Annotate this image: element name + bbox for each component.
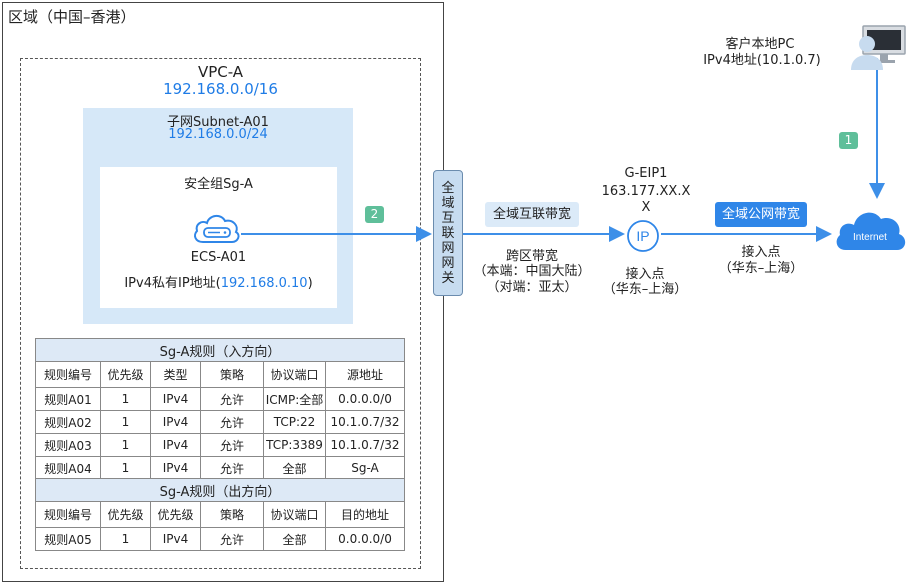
table-cell: 规则A05: [35, 527, 101, 551]
ecs-ip-value: 192.168.0.10: [220, 276, 308, 291]
table-cell: 允许: [200, 527, 264, 551]
global-connection-bandwidth-tag: 全域互联带宽: [485, 202, 579, 227]
inbound-header-cell: 策略: [200, 361, 264, 388]
table-cell: 允许: [200, 456, 264, 480]
subnet-name: 子网Subnet-A01: [167, 115, 269, 130]
gateway-label-char: 互: [441, 210, 455, 226]
table-cell: ICMP:全部: [263, 387, 326, 411]
eip-icon: IP: [627, 220, 659, 252]
ecs-cloud-server-icon: [194, 215, 240, 243]
global-internet-gateway: 全 域 互 联 网 网 关: [433, 170, 463, 296]
outbound-header-cell: 优先级: [150, 501, 201, 528]
client-pc-icon: [851, 25, 906, 70]
table-cell: 1: [100, 433, 151, 457]
internet-access-point-label: 接入点: [741, 245, 781, 260]
table-cell: 全部: [263, 527, 326, 551]
eip-address-line2: X: [641, 200, 651, 215]
table-cell: IPv4: [150, 527, 201, 551]
table-cell: 允许: [200, 410, 264, 434]
inbound-rules-title-row: Sg-A规则（入方向）: [34, 338, 406, 362]
table-cell: Sg-A: [324, 456, 406, 480]
step-badge-2: 2: [365, 206, 384, 223]
local-end-label: （本端：中国大陆）: [473, 264, 591, 279]
table-row: 规则A05 1 IPv4 允许 全部 0.0.0.0/0: [35, 527, 406, 551]
inbound-header-cell: 规则编号: [35, 361, 101, 388]
table-cell: TCP:22: [263, 410, 326, 434]
table-cell: IPv4: [150, 387, 201, 411]
table-cell: IPv4: [150, 456, 201, 480]
internet-access-point-region: （华东–上海）: [718, 261, 804, 276]
table-cell: 允许: [200, 387, 264, 411]
outbound-rules-table: Sg-A规则（出方向） 规则编号 优先级 优先级 策略 协议端口 目的地址 规则…: [34, 478, 406, 551]
gateway-label-char: 联: [441, 225, 455, 241]
outbound-header-row: 规则编号 优先级 优先级 策略 协议端口 目的地址: [35, 501, 406, 528]
eip-address-line1: 163.177.XX.X: [601, 184, 691, 199]
ecs-ip-address: IPv4私有IP地址(192.168.0.10): [100, 272, 337, 291]
gateway-label-char: 网: [441, 255, 455, 271]
table-cell: 1: [100, 387, 151, 411]
inbound-rules-title: Sg-A规则（入方向）: [34, 338, 406, 362]
table-row: 规则A04 1 IPv4 允许 全部 Sg-A: [35, 456, 406, 480]
security-group-name: 安全组Sg-A: [184, 177, 253, 192]
table-row: 规则A03 1 IPv4 允许 TCP:3389 10.1.0.7/32: [35, 433, 406, 457]
ecs-name: ECS-A01: [190, 250, 247, 265]
table-cell: 规则A03: [35, 433, 101, 457]
internet-label: Internet: [853, 232, 887, 243]
table-cell: 0.0.0.0/0: [324, 527, 406, 551]
table-row: 规则A01 1 IPv4 允许 ICMP:全部 0.0.0.0/0: [35, 387, 406, 411]
step-badge-1: 1: [839, 132, 858, 149]
inbound-header-cell: 优先级: [100, 361, 151, 388]
table-cell: 10.1.0.7/32: [324, 433, 406, 457]
inbound-header-cell: 协议端口: [263, 361, 326, 388]
table-cell: 1: [100, 527, 151, 551]
outbound-rules-title-row: Sg-A规则（出方向）: [34, 478, 406, 502]
inbound-header-row: 规则编号 优先级 类型 策略 协议端口 源地址: [35, 361, 406, 388]
table-cell: 允许: [200, 433, 264, 457]
client-name: 客户本地PC: [725, 37, 795, 52]
client-ip: IPv4地址(10.1.0.7): [703, 53, 821, 68]
outbound-header-cell: 目的地址: [324, 501, 406, 528]
ecs-ip-suffix: ): [307, 276, 313, 291]
table-cell: 1: [100, 456, 151, 480]
table-cell: 10.1.0.7/32: [324, 410, 406, 434]
eip-access-point-label: 接入点: [625, 267, 665, 282]
outbound-header-cell: 规则编号: [35, 501, 101, 528]
inbound-header-cell: 类型: [150, 361, 201, 388]
subnet-cidr: 192.168.0.0/24: [168, 127, 268, 142]
vpc-name: VPC-A: [197, 63, 244, 81]
internet-cloud-icon: Internet: [836, 212, 906, 250]
eip-icon-text: IP: [636, 228, 649, 244]
ecs-ip-prefix: IPv4私有IP地址(: [124, 276, 221, 291]
gateway-label-char: 域: [441, 195, 455, 211]
vpc-box: [20, 58, 421, 569]
table-cell: 规则A01: [35, 387, 101, 411]
table-cell: 规则A04: [35, 456, 101, 480]
outbound-header-cell: 协议端口: [263, 501, 326, 528]
region-title: 区域（中国–香港）: [8, 8, 136, 26]
table-row: 规则A02 1 IPv4 允许 TCP:22 10.1.0.7/32: [35, 410, 406, 434]
gateway-label-char: 全: [441, 180, 455, 196]
global-internet-bandwidth-tag: 全域公网带宽: [715, 202, 807, 227]
peer-end-label: （对端：亚太）: [486, 280, 578, 295]
eip-access-point-region: （华东–上海）: [602, 282, 688, 297]
table-cell: IPv4: [150, 410, 201, 434]
cross-region-bandwidth-label: 跨区带宽: [505, 249, 558, 264]
inbound-rules-table: Sg-A规则（入方向） 规则编号 优先级 类型 策略 协议端口 源地址 规则A0…: [34, 338, 406, 480]
outbound-header-cell: 策略: [200, 501, 264, 528]
table-cell: 0.0.0.0/0: [324, 387, 406, 411]
vpc-cidr: 192.168.0.0/16: [163, 80, 278, 98]
gateway-label-char: 关: [441, 270, 455, 286]
outbound-rules-title: Sg-A规则（出方向）: [34, 478, 406, 502]
gateway-label-char: 网: [441, 240, 455, 256]
eip-name: G-EIP1: [624, 166, 668, 181]
